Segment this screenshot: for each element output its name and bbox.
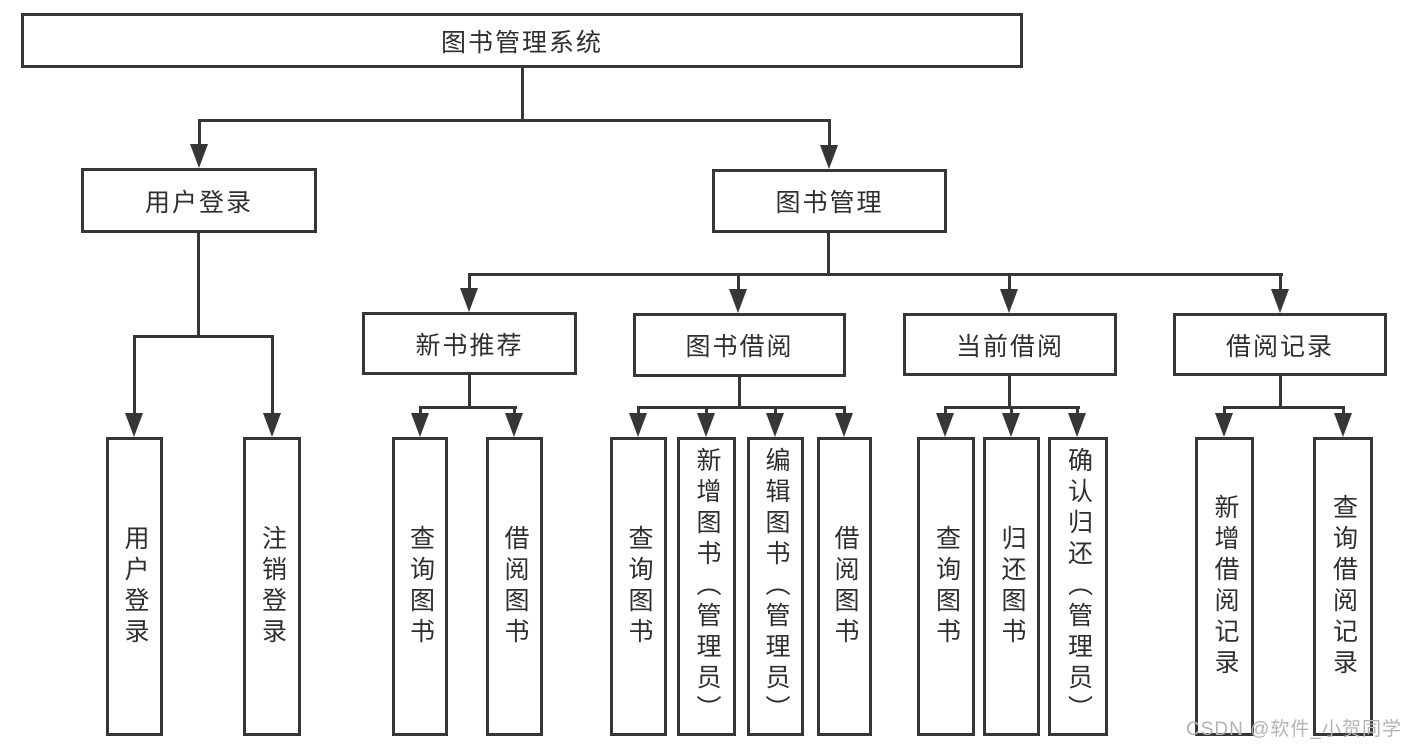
- arrowhead-icon: [1271, 289, 1289, 313]
- leaf-logout: 注销登录: [243, 437, 301, 736]
- arrowhead-icon: [1215, 413, 1233, 437]
- arrowhead-icon: [766, 413, 784, 437]
- arrowhead-icon: [505, 413, 523, 437]
- connector-book-management-stem: [827, 233, 830, 276]
- leaf-logout-label: 注销登录: [258, 524, 287, 649]
- connector-book-management-rail: [468, 273, 1283, 276]
- connector-drop-book-borrow: [737, 276, 740, 292]
- leaf-user-login-label: 用户登录: [121, 524, 149, 649]
- node-book-management-label: 图书管理: [775, 189, 884, 217]
- node-borrow-records-label: 借阅记录: [1225, 332, 1334, 361]
- leaf-confirm-return-admin-label: 确认归还（管理员）: [1064, 447, 1093, 726]
- node-new-book-recommend: 新书推荐: [362, 312, 577, 375]
- leaf-borrow-books-label: 借阅图书: [831, 524, 859, 649]
- arrowhead-icon: [629, 413, 647, 437]
- leaf-return-books-label: 归还图书: [998, 524, 1026, 649]
- connector-new-book-stem: [468, 375, 471, 409]
- connector-book-borrow-rail: [637, 406, 846, 409]
- connector-current-borrow-stem: [1008, 376, 1011, 409]
- node-borrow-records: 借阅记录: [1173, 313, 1387, 376]
- connector-drop-leaf-user-login: [133, 338, 136, 417]
- arrowhead-icon: [263, 413, 281, 437]
- leaf-query-books-borrow: 查询图书: [610, 437, 667, 736]
- leaf-add-books-admin-label: 新增图书（管理员）: [693, 447, 721, 726]
- connector-root-drop-book-management: [828, 122, 831, 149]
- leaf-edit-books-admin-label: 编辑图书（管理员）: [762, 447, 790, 726]
- leaf-add-borrow-record: 新增借阅记录: [1195, 437, 1254, 736]
- connector-root-stem: [521, 68, 524, 122]
- arrowhead-icon: [1068, 413, 1086, 437]
- node-user-login: 用户登录: [81, 168, 317, 233]
- leaf-borrow-books: 借阅图书: [817, 437, 872, 736]
- node-root: 图书管理系统: [21, 13, 1023, 68]
- leaf-add-borrow-record-label: 新增借阅记录: [1211, 493, 1239, 680]
- connector-borrow-records-stem: [1279, 376, 1282, 409]
- leaf-query-books-recommend-label: 查询图书: [406, 524, 435, 649]
- arrowhead-icon: [411, 413, 429, 437]
- node-book-borrow: 图书借阅: [633, 313, 846, 377]
- node-new-book-recommend-label: 新书推荐: [415, 331, 524, 360]
- connector-new-book-rail: [419, 406, 517, 409]
- leaf-user-login: 用户登录: [106, 437, 163, 736]
- connector-drop-borrow-records: [1279, 276, 1282, 292]
- leaf-confirm-return-admin: 确认归还（管理员）: [1048, 437, 1108, 736]
- leaf-query-books-borrow-label: 查询图书: [625, 524, 653, 649]
- arrowhead-icon: [1334, 413, 1352, 437]
- connector-drop-current-borrow: [1008, 276, 1011, 292]
- connector-current-borrow-rail: [944, 406, 1080, 409]
- node-book-borrow-label: 图书借阅: [685, 333, 794, 361]
- leaf-borrow-books-recommend: 借阅图书: [486, 437, 543, 736]
- node-current-borrow-label: 当前借阅: [955, 332, 1064, 361]
- node-root-label: 图书管理系统: [440, 28, 603, 57]
- node-user-login-label: 用户登录: [144, 188, 253, 217]
- arrowhead-icon: [936, 413, 954, 437]
- leaf-query-books-recommend: 查询图书: [392, 437, 448, 736]
- arrowhead-icon: [1000, 289, 1018, 313]
- connector-drop-new-book: [468, 276, 471, 291]
- arrowhead-icon: [1002, 413, 1020, 437]
- leaf-query-books-current: 查询图书: [917, 437, 975, 736]
- connector-user-login-rail: [133, 335, 274, 338]
- leaf-query-books-current-label: 查询图书: [932, 524, 961, 649]
- leaf-add-books-admin: 新增图书（管理员）: [677, 437, 736, 736]
- arrowhead-icon: [190, 144, 208, 168]
- arrowhead-icon: [820, 145, 838, 169]
- arrowhead-icon: [697, 413, 715, 437]
- csdn-watermark: CSDN @软件_小贺同学: [1186, 719, 1402, 740]
- leaf-borrow-books-recommend-label: 借阅图书: [501, 524, 529, 649]
- connector-borrow-records-rail: [1223, 406, 1345, 409]
- connector-book-borrow-stem: [738, 377, 741, 409]
- leaf-query-borrow-record: 查询借阅记录: [1313, 437, 1373, 736]
- arrowhead-icon: [729, 289, 747, 313]
- connector-root-rail: [198, 119, 831, 122]
- leaf-edit-books-admin: 编辑图书（管理员）: [747, 437, 804, 736]
- leaf-query-borrow-record-label: 查询借阅记录: [1329, 493, 1358, 680]
- connector-user-login-stem: [197, 233, 200, 338]
- connector-drop-leaf-logout: [271, 338, 274, 417]
- node-current-borrow: 当前借阅: [903, 313, 1117, 376]
- connector-root-drop-user-login: [198, 122, 201, 148]
- arrowhead-icon: [460, 288, 478, 312]
- arrowhead-icon: [835, 413, 853, 437]
- node-book-management: 图书管理: [712, 169, 947, 233]
- arrowhead-icon: [125, 413, 143, 437]
- leaf-return-books: 归还图书: [983, 437, 1040, 736]
